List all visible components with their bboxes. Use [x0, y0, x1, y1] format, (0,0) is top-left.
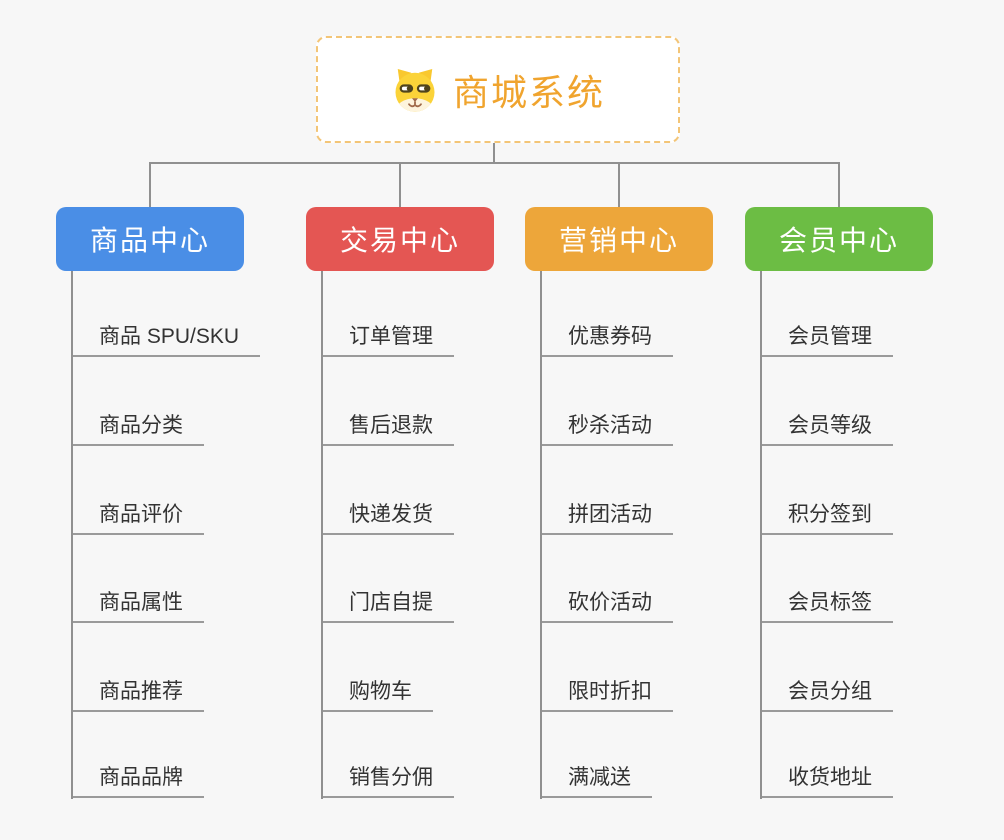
node-member-management[interactable]: 会员管理	[762, 323, 893, 358]
connector-bus	[149, 162, 840, 164]
node-sales-commission[interactable]: 销售分佣	[323, 764, 454, 799]
branch-column-marketing-center: 优惠券码 秒杀活动 拼团活动 砍价活动 限时折扣 满减送	[540, 271, 770, 799]
node-limited-time-discount[interactable]: 限时折扣	[542, 678, 673, 713]
branch-header-trade-center[interactable]: 交易中心	[306, 207, 494, 271]
node-shopping-cart[interactable]: 购物车	[323, 678, 433, 713]
connector-drop-2	[399, 162, 401, 208]
root-node[interactable]: 商城系统	[316, 36, 680, 143]
node-bargain-activity[interactable]: 砍价活动	[542, 589, 673, 624]
node-product-recommend[interactable]: 商品推荐	[73, 678, 204, 713]
dog-mascot-icon	[395, 68, 435, 112]
node-product-category[interactable]: 商品分类	[73, 412, 204, 447]
branch-column-member-center: 会员管理 会员等级 积分签到 会员标签 会员分组 收货地址	[760, 271, 990, 799]
branch-column-trade-center: 订单管理 售后退款 快递发货 门店自提 购物车 销售分佣	[321, 271, 551, 799]
branch-header-marketing-center[interactable]: 营销中心	[525, 207, 713, 271]
node-aftersale-refund[interactable]: 售后退款	[323, 412, 454, 447]
node-order-management[interactable]: 订单管理	[323, 323, 454, 358]
node-shipping-address[interactable]: 收货地址	[762, 764, 893, 799]
node-express-delivery[interactable]: 快递发货	[323, 501, 454, 536]
node-product-brand[interactable]: 商品品牌	[73, 764, 204, 799]
branch-column-product-center: 商品 SPU/SKU 商品分类 商品评价 商品属性 商品推荐 商品品牌	[71, 271, 301, 799]
node-points-checkin[interactable]: 积分签到	[762, 501, 893, 536]
node-product-spu-sku[interactable]: 商品 SPU/SKU	[73, 323, 261, 358]
node-coupon-code[interactable]: 优惠券码	[542, 323, 673, 358]
node-product-review[interactable]: 商品评价	[73, 501, 204, 536]
connector-root-stem	[493, 143, 495, 163]
node-group-buy[interactable]: 拼团活动	[542, 501, 673, 536]
branch-header-product-center[interactable]: 商品中心	[56, 207, 244, 271]
root-title: 商城系统	[452, 71, 605, 113]
node-member-level[interactable]: 会员等级	[762, 412, 893, 447]
node-member-tags[interactable]: 会员标签	[762, 589, 893, 624]
branch-header-member-center[interactable]: 会员中心	[745, 207, 933, 271]
node-store-pickup[interactable]: 门店自提	[323, 589, 454, 624]
connector-drop-4	[838, 162, 840, 208]
connector-drop-3	[618, 162, 620, 208]
connector-drop-1	[149, 162, 151, 208]
node-flash-sale[interactable]: 秒杀活动	[542, 412, 673, 447]
node-spend-and-save[interactable]: 满减送	[542, 764, 652, 799]
node-product-attribute[interactable]: 商品属性	[73, 589, 204, 624]
node-member-groups[interactable]: 会员分组	[762, 678, 893, 713]
